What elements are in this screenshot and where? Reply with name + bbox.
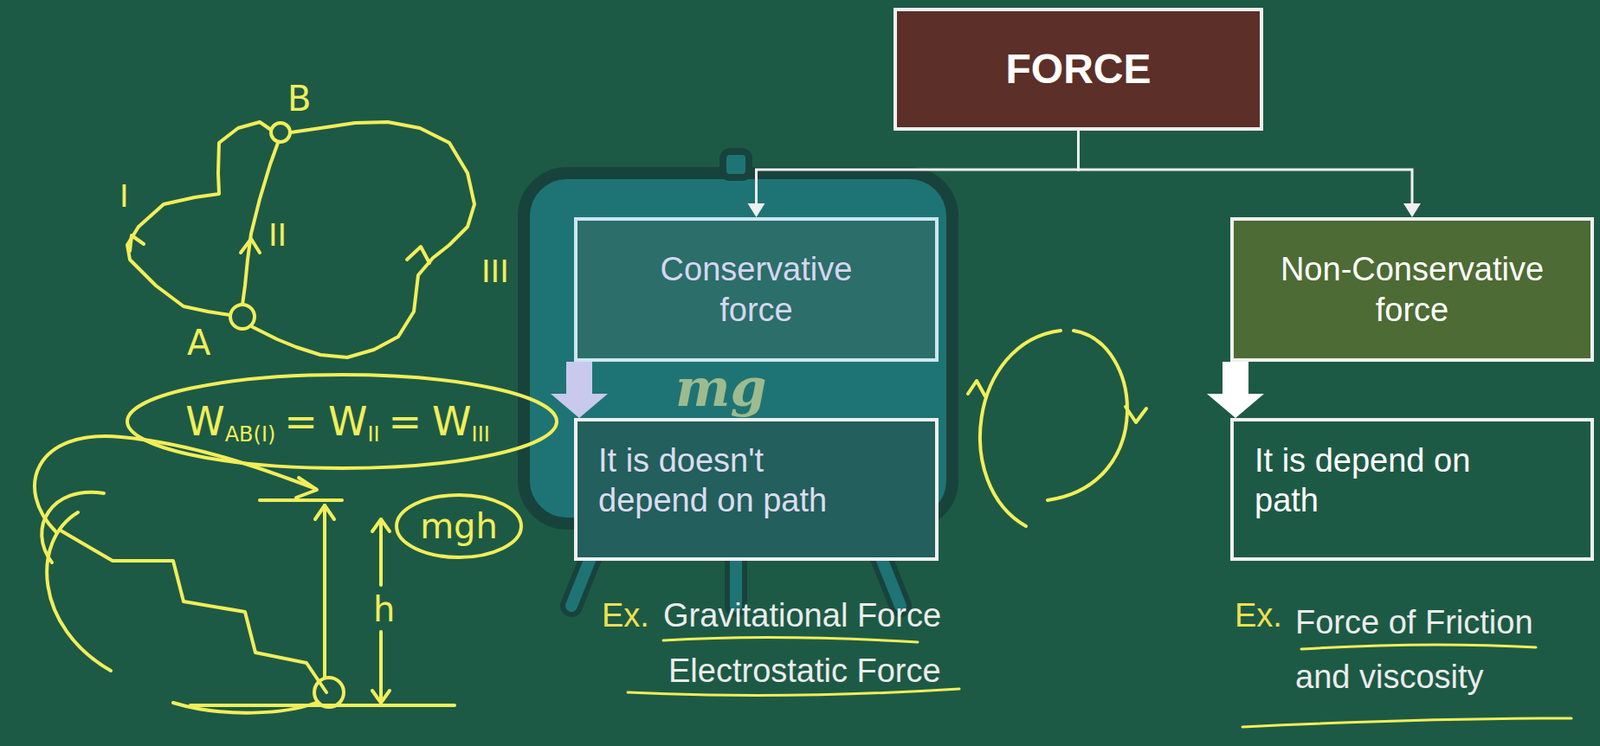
point-label: A: [187, 322, 211, 364]
title-text: FORCE: [1006, 44, 1152, 96]
example-item: Gravitational Force: [663, 595, 942, 636]
height-label: h: [371, 588, 397, 631]
loop-sketch: [967, 330, 1147, 527]
watermark: mg: [675, 361, 767, 414]
example-prefix: Ex.: [1234, 595, 1283, 636]
connector: [1078, 130, 1422, 218]
node-text: Conservative force: [644, 249, 870, 330]
subscript: II: [367, 422, 380, 447]
node-text: It is doesn't depend on path: [598, 440, 859, 522]
connector: [1206, 361, 1265, 419]
path-number: I: [119, 177, 130, 215]
connector: [550, 361, 608, 419]
equals-sign: =: [388, 398, 423, 446]
work-symbol: W: [185, 398, 225, 446]
node-text: Non-Conservative force: [1264, 249, 1560, 330]
example-item: Electrostatic Force: [668, 651, 942, 691]
point-label: B: [287, 77, 311, 120]
equals-sign: =: [283, 398, 318, 446]
description-box: It is doesn't depend on path: [574, 418, 939, 562]
subscript: III: [471, 422, 491, 447]
formula: mgh: [415, 505, 503, 548]
work-symbol: W: [328, 398, 368, 446]
watermark-icon: [523, 151, 953, 607]
subscript: AB(I): [225, 422, 277, 447]
category-box: Non-Conservative force: [1230, 217, 1594, 362]
path-number: II: [268, 216, 287, 254]
example-item: Force of Friction and viscosity: [1295, 595, 1573, 705]
work-symbol: W: [432, 398, 471, 446]
path-number: III: [481, 252, 510, 291]
height-sketch: [34, 436, 522, 714]
connector: [748, 130, 1079, 218]
equation-ring: [127, 374, 557, 469]
category-box: Conservative force: [574, 217, 939, 362]
example-prefix: Ex.: [601, 595, 650, 636]
root-box: FORCE: [893, 7, 1264, 131]
node-text: It is depend on path: [1254, 440, 1515, 522]
description-box: It is depend on path: [1230, 418, 1594, 562]
path-sketch: [127, 122, 475, 358]
equation: WAB(I)=WII=WIII: [138, 391, 546, 452]
